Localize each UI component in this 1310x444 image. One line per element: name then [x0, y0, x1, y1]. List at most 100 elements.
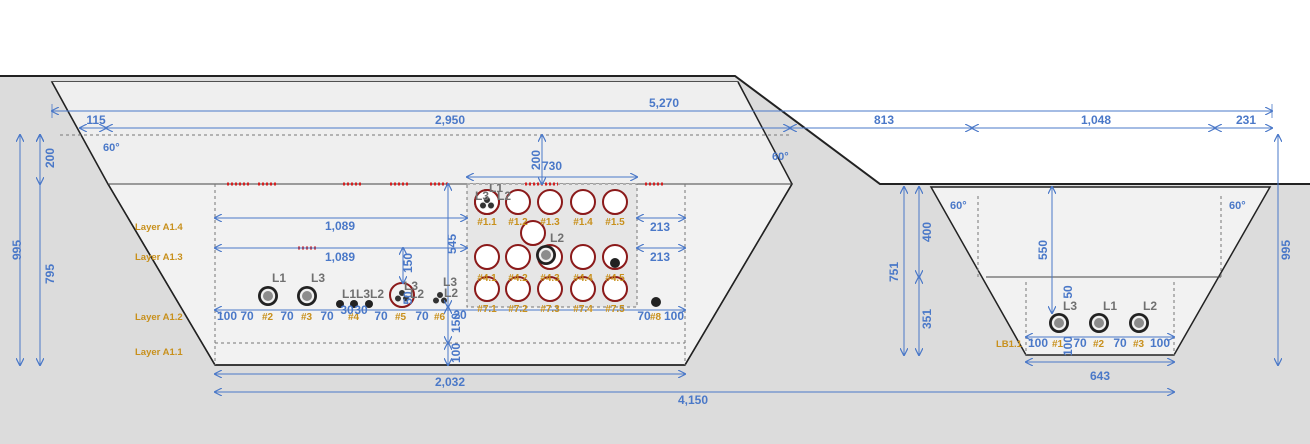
layer-a12: Layer A1.2 — [135, 312, 183, 323]
position-label: #1 — [1052, 339, 1064, 350]
dim-gap: 813 — [874, 113, 894, 127]
cable-label: L2 — [1143, 299, 1157, 313]
cable-label: L3 — [475, 189, 489, 203]
trefoil-cable — [394, 294, 402, 303]
top-dimensions: 5,270 115 2,950 813 1,048 231 — [86, 96, 1256, 127]
cables — [258, 189, 1149, 333]
duct — [570, 244, 596, 270]
dim-b-lower: 351 — [920, 309, 934, 329]
duct-position-label: #4.1 — [477, 273, 497, 284]
position-label: #8 — [650, 312, 662, 323]
trefoil-cable — [479, 201, 487, 210]
small-cable — [651, 297, 661, 307]
cable-label: L2 — [370, 287, 384, 301]
dim-a13-spacing: 150 — [401, 253, 415, 273]
dim-a13-offset: 1,089 — [325, 250, 355, 264]
dimension-lines — [20, 104, 1278, 392]
duct-position-label: #4.4 — [573, 273, 593, 284]
duct-position-label: #1.3 — [540, 217, 560, 228]
cable-label: L2 — [497, 189, 511, 203]
cable-label: L3 — [404, 279, 418, 293]
duct-position-label: #7.3 — [540, 304, 560, 315]
dim-a12-gap: 20 — [453, 308, 467, 322]
duct-position-label: #7.4 — [573, 304, 593, 315]
duct — [602, 189, 628, 215]
spacing-value: 100 — [1028, 336, 1048, 350]
dim-a12-spacing: 150 — [449, 313, 463, 333]
duct — [505, 189, 531, 215]
duct-position-labels: #1.1#1.2#1.3#1.4#1.5#4.1#4.2#4.3#4.4#4.5… — [477, 217, 625, 315]
dim-a14-offset: 1,089 — [325, 219, 355, 233]
cable-label: L2 — [550, 231, 564, 245]
spacing-value: 70 — [374, 309, 388, 323]
dim-b-bottom: 100 — [1061, 336, 1075, 356]
dim-a12-offset: 50 — [401, 291, 415, 305]
spacing-value: 70 — [1113, 336, 1127, 350]
spacing-value: 70 — [1073, 336, 1087, 350]
angles: 60° 60° 60° 60° — [103, 142, 1246, 212]
layer-labels: Layer A1.4 Layer A1.3 Layer A1.2 Layer A… — [135, 222, 1023, 358]
dim-b-total: 751 — [887, 262, 901, 282]
dim-a14-right: 213 — [650, 220, 670, 234]
spacing-value: 30 — [340, 303, 354, 317]
trefoil-cable — [398, 289, 406, 297]
trench-b-dims: 400 751 351 550 50 100 995 643 — [887, 222, 1293, 383]
dim-duct-height: 545 — [445, 234, 459, 254]
cable-label: L3 — [443, 275, 457, 289]
spacing-value: 70 — [637, 309, 651, 323]
duct-bank — [474, 189, 628, 302]
position-label: #3 — [1133, 339, 1145, 350]
cable-core — [263, 291, 273, 301]
position-label: #6 — [434, 312, 446, 323]
angle-a-right: 60° — [772, 151, 789, 163]
duct-position-label: #7.2 — [508, 304, 528, 315]
dim-depth-lower: 795 — [43, 264, 57, 284]
duct — [505, 244, 531, 270]
dim-depth-total: 995 — [10, 240, 24, 260]
trench-a-inner-dims: 200 730 545 1,089 1,089 150 213 213 150 … — [325, 150, 670, 363]
duct — [474, 276, 500, 302]
dim-total-bottom: 4,150 — [678, 393, 708, 407]
position-label: #2 — [262, 312, 274, 323]
trench-a-cable-labels: L1 L3 L1 L3 L2 L3 L2 L3 L2 L1 L3 L2 L2 — [272, 181, 564, 301]
dim-depth-top: 200 — [43, 148, 57, 168]
duct-position-label: #4.2 — [508, 273, 528, 284]
spacing-value: 100 — [1150, 336, 1170, 350]
position-label: #4 — [348, 312, 360, 323]
cable-label: L3 — [1063, 299, 1077, 313]
dim-duct-cover: 200 — [529, 150, 543, 170]
dim-total-width: 5,270 — [649, 96, 679, 110]
trench-a-spacing: 100 70 70 70 30 30 70 70 70 100 — [217, 303, 684, 323]
cable-core — [302, 291, 312, 301]
duct — [602, 276, 628, 302]
layer-b11: LB1.1 — [996, 339, 1023, 350]
position-label: #2 — [1093, 339, 1105, 350]
dim-duct-width: 730 — [542, 159, 562, 173]
cable-label: L2 — [444, 286, 458, 300]
layer-a14: Layer A1.4 — [135, 222, 183, 233]
cable-label: L3 — [356, 287, 370, 301]
trench-a-positions: #2 #3 #4 #5 #6 #8 — [262, 312, 662, 323]
duct — [570, 189, 596, 215]
dim-a11-bottom: 100 — [449, 343, 463, 363]
spacing-value: 100 — [664, 309, 684, 323]
position-label: #5 — [395, 312, 407, 323]
spacing-value: 70 — [320, 309, 334, 323]
dim-b-spacing: 50 — [1061, 285, 1075, 299]
cable-core — [541, 250, 551, 260]
spacing-value: 70 — [280, 309, 294, 323]
dim-trench-a-bottom: 2,032 — [435, 375, 465, 389]
dim-b-bottom-width: 643 — [1090, 369, 1110, 383]
duct-position-label: #1.4 — [573, 217, 593, 228]
dim-trench-a-top: 2,950 — [435, 113, 465, 127]
duct — [537, 189, 563, 215]
duct-position-label: #4.5 — [605, 273, 625, 284]
layer-a13: Layer A1.3 — [135, 252, 183, 263]
duct-position-label: #1.1 — [477, 217, 497, 228]
duct — [602, 244, 628, 270]
trefoil-cable — [487, 201, 495, 210]
cable-core — [1094, 318, 1104, 328]
duct-position-label: #7.5 — [605, 304, 625, 315]
cable-label: L1 — [272, 271, 286, 285]
cable-label: L3 — [311, 271, 325, 285]
